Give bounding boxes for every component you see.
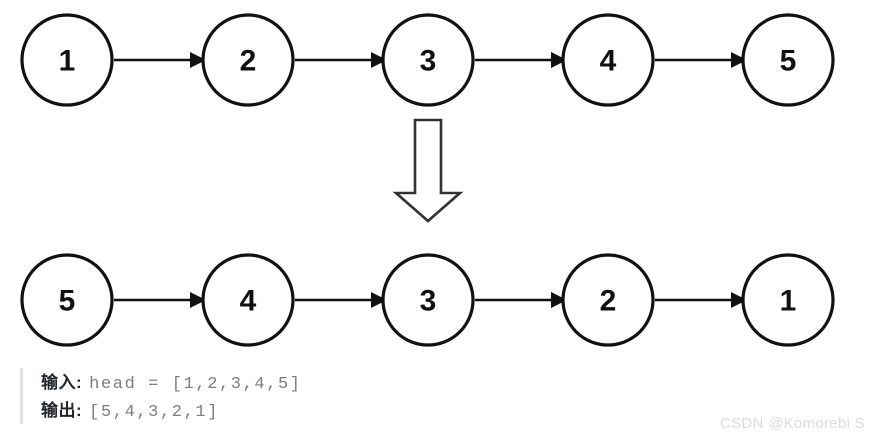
list-node[interactable]: 3 bbox=[381, 253, 475, 347]
original-linked-list-row: 1 2 3 4 5 bbox=[20, 13, 835, 107]
list-node[interactable]: 4 bbox=[201, 253, 295, 347]
node-circle bbox=[561, 253, 655, 347]
caption-block: 输入: head = [1,2,3,4,5] 输出: [5,4,3,2,1] bbox=[20, 368, 302, 424]
reversed-list-arrow-3 bbox=[475, 292, 567, 308]
node-circle bbox=[561, 13, 655, 107]
list-node[interactable]: 3 bbox=[381, 13, 475, 107]
node-value: 1 bbox=[780, 285, 797, 318]
caption-accent-bar bbox=[20, 368, 23, 424]
caption-line-output: 输出: [5,4,3,2,1] bbox=[41, 396, 302, 424]
list-node[interactable]: 4 bbox=[561, 13, 655, 107]
node-circle bbox=[741, 253, 835, 347]
node-circle bbox=[20, 253, 114, 347]
input-label: 输入: bbox=[41, 373, 83, 392]
linked-list-diagram: 1 2 3 4 5 bbox=[20, 13, 835, 347]
node-circle bbox=[741, 13, 835, 107]
original-list-arrow-3 bbox=[475, 52, 567, 68]
node-value: 3 bbox=[420, 45, 437, 78]
node-value: 5 bbox=[780, 45, 797, 78]
reversed-list-arrow-1 bbox=[114, 292, 206, 308]
node-circle bbox=[20, 13, 114, 107]
node-circle bbox=[201, 253, 295, 347]
node-value: 2 bbox=[240, 45, 257, 78]
caption-line-input: 输入: head = [1,2,3,4,5] bbox=[41, 368, 302, 396]
node-value: 3 bbox=[420, 285, 437, 318]
node-value: 4 bbox=[600, 45, 617, 78]
list-node[interactable]: 1 bbox=[741, 253, 835, 347]
node-value: 2 bbox=[600, 285, 617, 318]
down-block-arrow bbox=[392, 118, 464, 223]
list-node[interactable]: 5 bbox=[20, 253, 114, 347]
watermark: CSDN @Komorebi S bbox=[719, 415, 865, 432]
original-list-arrow-4 bbox=[655, 52, 747, 68]
reversed-list-arrow-2 bbox=[295, 292, 387, 308]
list-node[interactable]: 2 bbox=[561, 253, 655, 347]
list-node[interactable]: 5 bbox=[741, 13, 835, 107]
node-circle bbox=[201, 13, 295, 107]
original-list-arrow-1 bbox=[114, 52, 206, 68]
node-value: 4 bbox=[240, 285, 257, 318]
node-circle bbox=[381, 253, 475, 347]
node-circle bbox=[381, 13, 475, 107]
node-value: 1 bbox=[59, 45, 76, 78]
caption-lines: 输入: head = [1,2,3,4,5] 输出: [5,4,3,2,1] bbox=[23, 368, 302, 424]
node-value: 5 bbox=[59, 285, 76, 318]
input-value: head = [1,2,3,4,5] bbox=[89, 375, 302, 394]
list-node[interactable]: 2 bbox=[201, 13, 295, 107]
list-node[interactable]: 1 bbox=[20, 13, 114, 107]
reversed-linked-list-row: 5 4 3 2 1 bbox=[20, 253, 835, 347]
output-value: [5,4,3,2,1] bbox=[89, 403, 219, 422]
reversed-list-arrow-4 bbox=[655, 292, 747, 308]
output-label: 输出: bbox=[41, 401, 83, 420]
original-list-arrow-2 bbox=[295, 52, 387, 68]
